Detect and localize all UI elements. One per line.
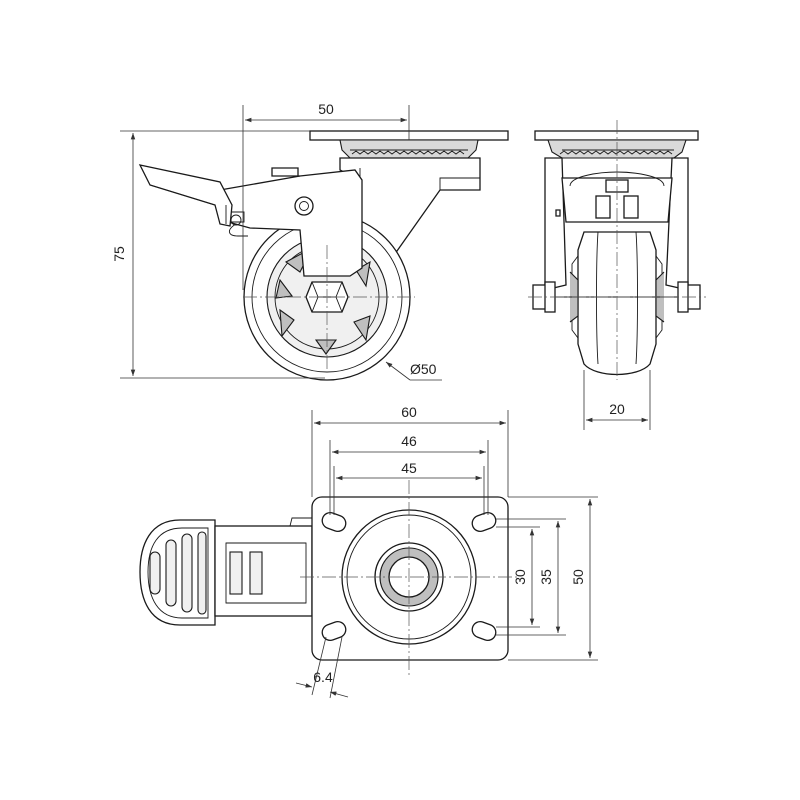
front-view-dimensions: 20 bbox=[583, 370, 651, 430]
side-brake-pedal bbox=[138, 164, 233, 227]
hole-top-right bbox=[471, 511, 497, 533]
mounting-holes bbox=[321, 511, 497, 642]
dim-wheel-diameter: Ø50 bbox=[410, 361, 437, 377]
hole-bottom-left bbox=[321, 620, 347, 642]
side-view-dimensions: 50 75 Ø50 bbox=[111, 101, 442, 381]
dim-hole-span-outer: 46 bbox=[401, 433, 417, 449]
dim-plate-height: 50 bbox=[570, 569, 586, 585]
dim-plate-width: 60 bbox=[401, 404, 417, 420]
side-view bbox=[138, 130, 509, 381]
dim-side-height: 75 bbox=[111, 246, 127, 262]
top-brake-pedal bbox=[139, 519, 216, 626]
hole-top-left bbox=[321, 511, 347, 533]
top-view-dimensions: 60 46 45 30 35 50 6.4 bbox=[295, 404, 598, 699]
front-top-plate bbox=[534, 130, 699, 141]
side-bearing-race bbox=[339, 139, 479, 159]
side-brake-pivot bbox=[294, 196, 314, 216]
dim-hole-span-v-inner: 30 bbox=[512, 569, 528, 585]
dim-hole-span-inner: 45 bbox=[401, 460, 417, 476]
dim-side-offset: 50 bbox=[318, 101, 334, 117]
dim-hole-diameter: 6.4 bbox=[313, 669, 333, 685]
dim-hole-span-v-outer: 35 bbox=[538, 569, 554, 585]
top-view bbox=[139, 480, 520, 675]
dim-wheel-width: 20 bbox=[609, 401, 625, 417]
front-view bbox=[528, 120, 706, 380]
hole-bottom-right bbox=[471, 620, 497, 642]
front-fork-left bbox=[544, 157, 567, 291]
